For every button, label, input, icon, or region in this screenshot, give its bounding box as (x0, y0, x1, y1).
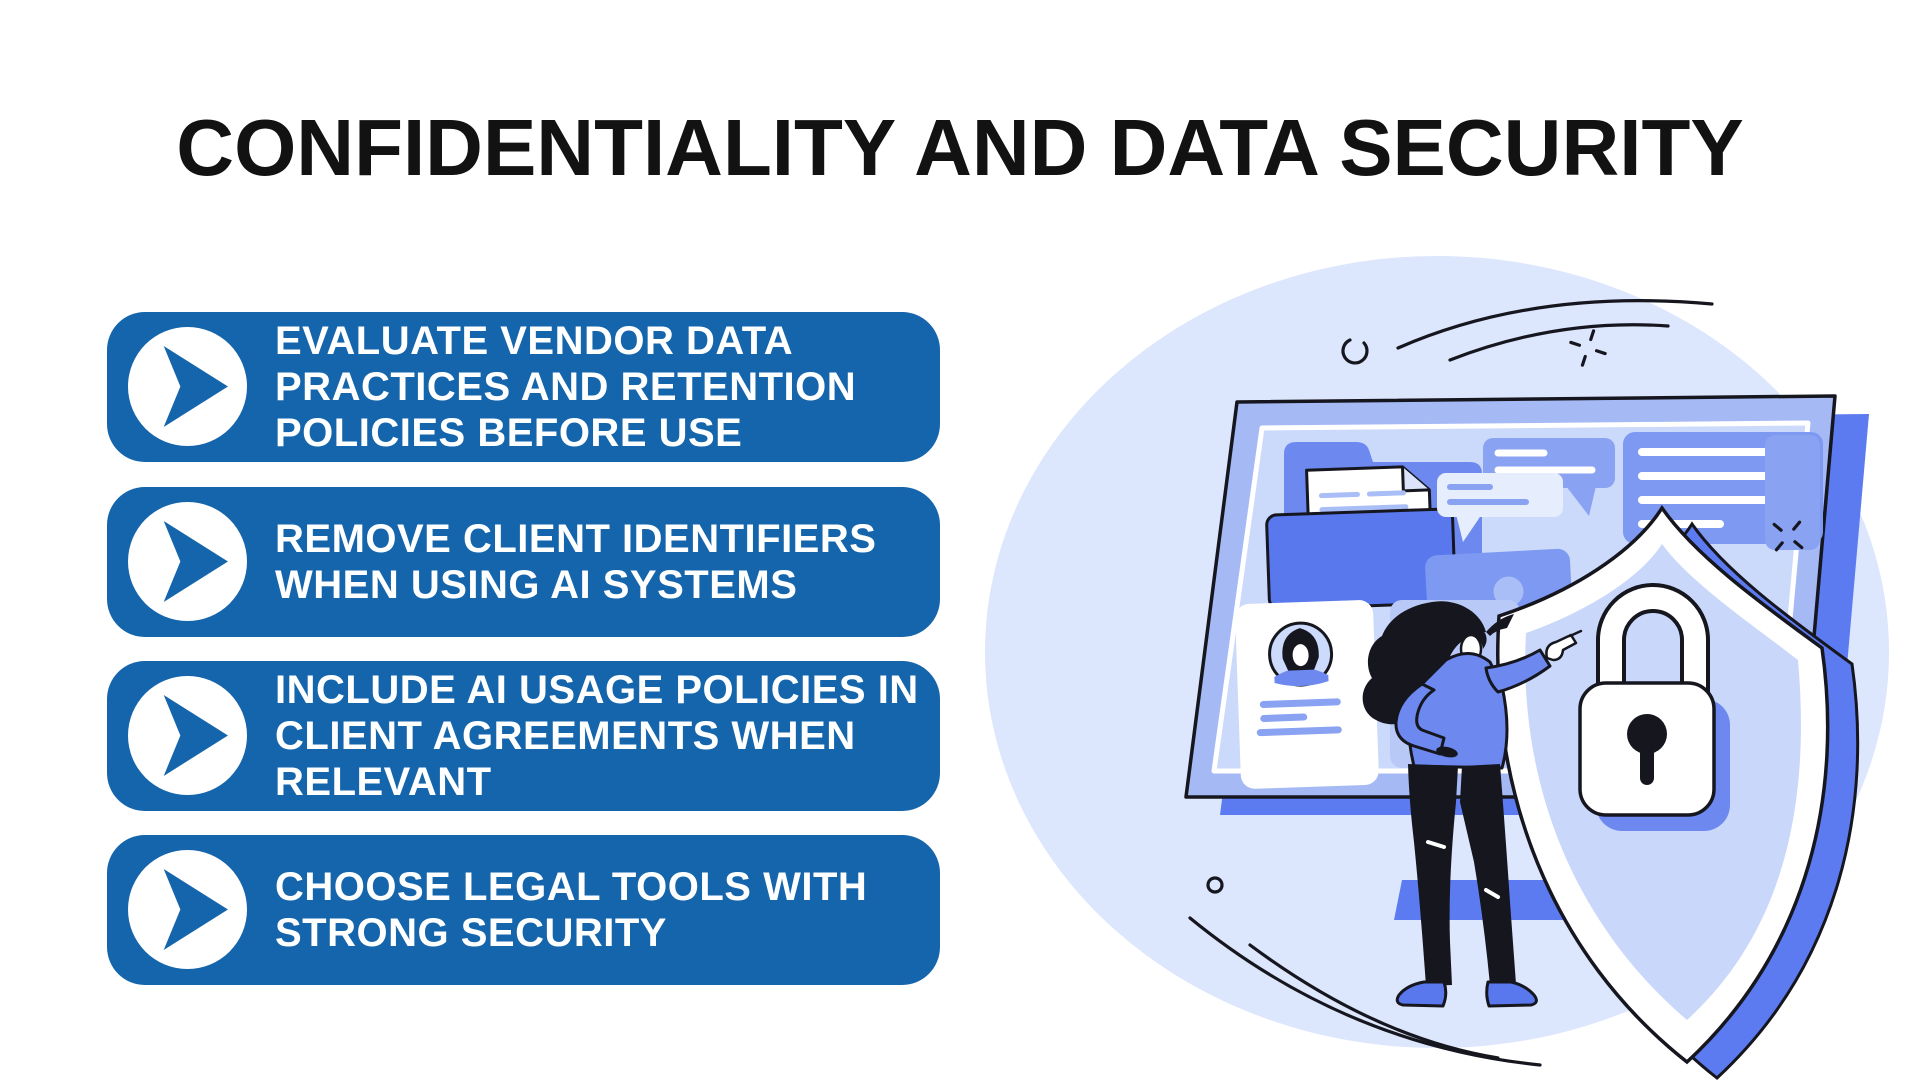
sparkle-icon (1569, 329, 1607, 367)
list-item: INCLUDE AI USAGE POLICIES IN CLIENT AGRE… (107, 661, 940, 811)
chat-bubble-icon (1437, 432, 1823, 550)
profile-card-icon (1235, 600, 1379, 789)
top-decor (1341, 299, 1714, 367)
arrow-right-icon (128, 327, 247, 446)
sparkle-icon (1772, 520, 1804, 552)
swoosh-decor (1188, 876, 1542, 1067)
folder-icon (1265, 442, 1482, 611)
list-item-label: INCLUDE AI USAGE POLICIES IN CLIENT AGRE… (275, 668, 919, 804)
list-item-label: CHOOSE LEGAL TOOLS WITH STRONG SECURITY (275, 865, 868, 955)
page-title: CONFIDENTIALITY AND DATA SECURITY (176, 103, 1744, 192)
arrow-right-icon (128, 850, 247, 969)
list-item-label: EVALUATE VENDOR DATA PRACTICES AND RETEN… (275, 319, 857, 455)
arrow-right-icon (128, 676, 247, 795)
list-item: EVALUATE VENDOR DATA PRACTICES AND RETEN… (107, 312, 940, 462)
security-illustration (985, 256, 1889, 1080)
woman-pointing-figure (1362, 601, 1583, 1008)
list-item: CHOOSE LEGAL TOOLS WITH STRONG SECURITY (107, 835, 940, 985)
arrow-right-icon (128, 502, 247, 621)
avatar (1268, 621, 1334, 687)
padlock-icon (1578, 583, 1730, 831)
list-item: REMOVE CLIENT IDENTIFIERS WHEN USING AI … (107, 487, 940, 637)
list-item-label: REMOVE CLIENT IDENTIFIERS WHEN USING AI … (275, 517, 877, 607)
